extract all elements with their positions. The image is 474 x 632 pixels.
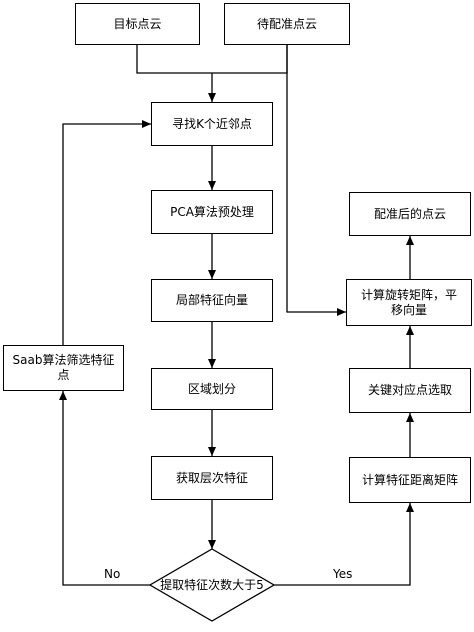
edge-source-to-merge: [212, 45, 288, 74]
node-layer-feature: 获取层次特征: [151, 456, 273, 500]
node-pca: PCA算法预处理: [151, 190, 273, 234]
edge-target-to-merge: [136, 45, 212, 74]
node-source-cloud: 待配准点云: [224, 3, 350, 45]
node-saab: Saab算法筛选特征点: [3, 345, 124, 391]
edge-saab-to-knn: [62, 120, 151, 345]
decision-diamond: [148, 548, 276, 622]
node-registered-cloud: 配准后的点云: [349, 192, 471, 236]
edge-label-yes: Yes: [333, 567, 353, 581]
node-region-split: 区域划分: [151, 368, 273, 410]
edge-source-to-rotation: [286, 45, 346, 316]
node-local-feature: 局部特征向量: [151, 279, 273, 322]
edge-decision-yes: [274, 503, 414, 586]
node-knn: 寻找K个近邻点: [151, 102, 273, 146]
edge-label-no: No: [104, 567, 121, 581]
edge-decision-no: [59, 391, 150, 586]
node-keypoint-select: 关键对应点选取: [349, 368, 471, 413]
decision-label: 提取特征次数大于5: [160, 578, 264, 592]
node-rotation-translation: 计算旋转矩阵，平移向量: [346, 279, 472, 326]
node-distance-matrix: 计算特征距离矩阵: [349, 457, 471, 503]
node-target-cloud: 目标点云: [75, 3, 200, 45]
